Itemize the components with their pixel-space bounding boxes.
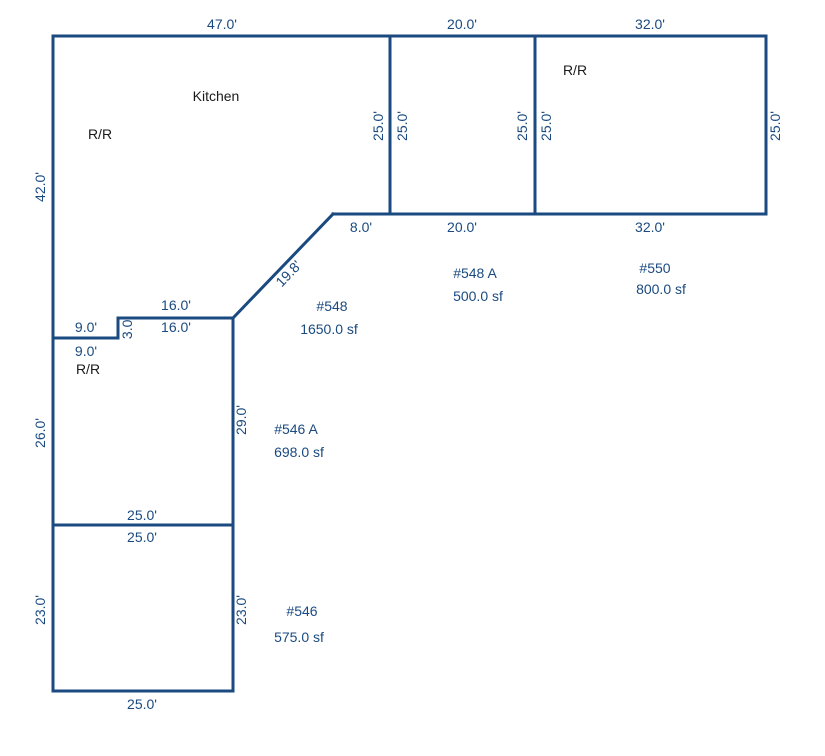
dim-notch-left-top: 9.0': [75, 319, 97, 335]
dim-bottom-546: 25.0': [127, 696, 157, 712]
dim-mid-top: 25.0': [127, 507, 157, 523]
unit-name-546a: #546 A: [274, 421, 318, 437]
dim-ledge-548: 8.0': [350, 219, 372, 235]
dim-top-548: 47.0': [207, 16, 237, 32]
room-label-kitchen: Kitchen: [193, 88, 240, 104]
dim-inner-548a-left: 25.0': [394, 111, 410, 141]
dimension-labels: 47.0' 20.0' 32.0' 8.0' 20.0' 32.0' 16.0'…: [32, 16, 783, 712]
dim-left-546a: 26.0': [32, 418, 48, 448]
dim-mid-bottom: 25.0': [127, 529, 157, 545]
dim-inner-548a-right: 25.0': [514, 111, 530, 141]
dim-left-546: 23.0': [32, 595, 48, 625]
unit-name-548a: #548 A: [453, 265, 497, 281]
dim-notch-left-bottom: 9.0': [75, 343, 97, 359]
unit-labels: #548 1650.0 sf #548 A 500.0 sf #550 800.…: [274, 260, 686, 645]
unit-area-546a: 698.0 sf: [274, 444, 324, 460]
dim-right-546: 23.0': [233, 595, 249, 625]
unit-name-548: #548: [316, 298, 347, 314]
unit-area-546: 575.0 sf: [274, 629, 324, 645]
unit-name-550: #550: [639, 260, 670, 276]
dim-inner-548-right: 25.0': [370, 111, 386, 141]
dim-bottom-548a: 20.0': [447, 219, 477, 235]
dim-step-top: 16.0': [161, 297, 191, 313]
dim-left-548: 42.0': [32, 172, 48, 202]
wall-diagonal: [230, 211, 336, 321]
room-labels: Kitchen R/R R/R R/R: [76, 62, 587, 377]
dim-top-548a: 20.0': [447, 16, 477, 32]
dim-top-550: 32.0': [635, 16, 665, 32]
dim-bottom-550: 32.0': [635, 219, 665, 235]
dim-inner-550-left: 25.0': [538, 111, 554, 141]
unit-area-548a: 500.0 sf: [453, 288, 503, 304]
walls: [51, 34, 768, 693]
dim-notch-vertical: 3.0': [119, 317, 135, 339]
unit-area-548: 1650.0 sf: [300, 321, 358, 337]
unit-area-550: 800.0 sf: [636, 281, 686, 297]
dim-right-550: 25.0': [767, 111, 783, 141]
dim-right-546a: 29.0': [233, 405, 249, 435]
room-label-rr-550: R/R: [563, 62, 587, 78]
room-label-rr-546a: R/R: [76, 361, 100, 377]
room-label-rr-main: R/R: [88, 126, 112, 142]
unit-name-546: #546: [286, 603, 317, 619]
dim-diagonal: 19.8': [272, 257, 304, 290]
dim-step-bottom: 16.0': [161, 319, 191, 335]
